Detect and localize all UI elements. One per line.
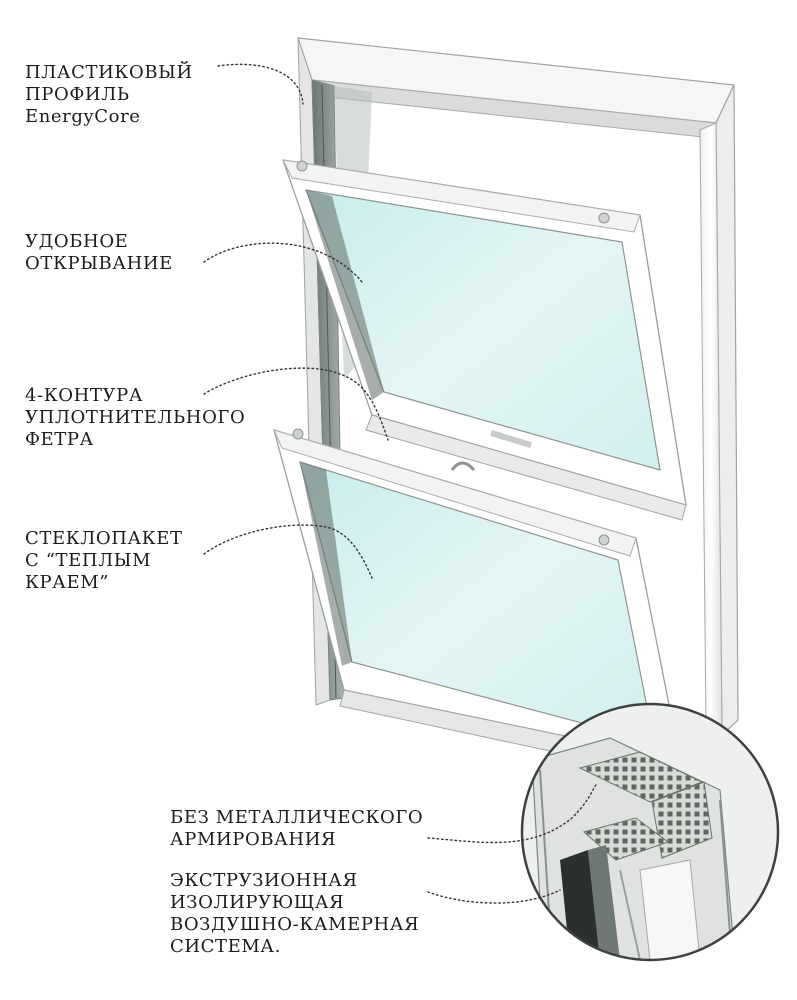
callout-reinforcement-line-2: АРМИРОВАНИЯ — [170, 829, 337, 850]
callout-opening-line-1: УДОБНОЕ — [25, 231, 129, 252]
profile-cross-section — [520, 702, 780, 962]
callout-opening: УДОБНОЕ ОТКРЫВАНИЕ — [25, 231, 173, 275]
callout-profile: ПЛАСТИКОВЫЙ ПРОФИЛЬ EnergyCore — [25, 62, 193, 128]
callout-opening-line-2: ОТКРЫВАНИЕ — [25, 253, 173, 274]
callout-glass: СТЕКЛОПАКЕТ С “ТЕПЛЫМ КРАЕМ” — [25, 528, 183, 594]
callout-chamber-line-4: СИСТЕМА. — [170, 936, 281, 957]
callout-glass-line-1: СТЕКЛОПАКЕТ — [25, 528, 183, 549]
callout-profile-line-2: ПРОФИЛЬ — [25, 84, 130, 105]
callout-seal-line-3: ФЕТРА — [25, 429, 94, 450]
leader-line-reinforcement — [427, 784, 597, 844]
callout-glass-line-2: С “ТЕПЛЫМ — [25, 550, 152, 571]
leader-line-opening — [203, 242, 363, 283]
callout-reinforcement-line-1: БЕЗ МЕТАЛЛИЧЕСКОГО — [170, 807, 424, 828]
callout-profile-line-1: ПЛАСТИКОВЫЙ — [25, 62, 193, 83]
callout-seal-line-2: УПЛОТНИТЕЛЬНОГО — [25, 407, 246, 428]
leader-line-seal — [203, 367, 389, 441]
callout-chamber-line-3: ВОЗДУШНО-КАМЕРНАЯ — [170, 914, 420, 935]
callout-seal: 4-КОНТУРА УПЛОТНИТЕЛЬНОГО ФЕТРА — [25, 385, 245, 451]
leader-line-profile — [217, 63, 304, 105]
leader-line-glass — [203, 524, 373, 579]
upper-sash — [282, 159, 687, 521]
callout-profile-line-3: EnergyCore — [25, 106, 141, 127]
callout-glass-line-3: КРАЕМ” — [25, 572, 110, 593]
callout-chamber-line-1: ЭКСТРУЗИОННАЯ — [170, 870, 358, 891]
callout-chamber: ЭКСТРУЗИОННАЯ ИЗОЛИРУЮЩАЯ ВОЗДУШНО-КАМЕР… — [170, 870, 419, 958]
leader-line-chamber — [427, 889, 561, 904]
callout-seal-line-1: 4-КОНТУРА — [25, 385, 144, 406]
callout-chamber-line-2: ИЗОЛИРУЮЩАЯ — [170, 892, 345, 913]
callout-reinforcement: БЕЗ МЕТАЛЛИЧЕСКОГО АРМИРОВАНИЯ — [170, 807, 423, 851]
